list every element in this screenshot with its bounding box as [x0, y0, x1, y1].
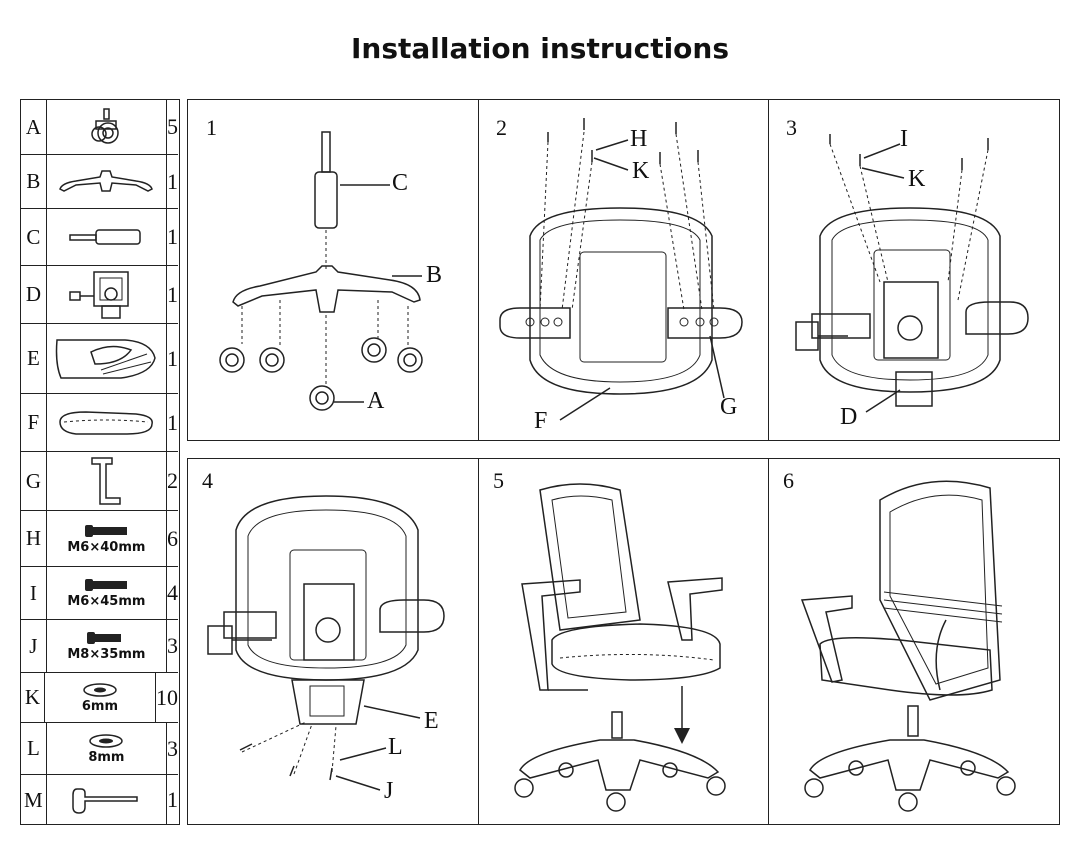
callout-d: D: [840, 404, 858, 430]
part-row-b: B 1: [21, 155, 178, 209]
part-qty: 1: [167, 787, 178, 812]
step-number: 6: [783, 468, 794, 493]
step-number: 4: [202, 468, 213, 493]
part-qty: 2: [167, 468, 178, 493]
part-row-h: H M6×40mm 6: [21, 511, 178, 567]
part-qty: 3: [167, 633, 178, 658]
armrest-icon: [91, 457, 122, 505]
part-letter: A: [21, 100, 47, 154]
backrest-frame-icon: [56, 338, 157, 379]
step-number: 3: [786, 115, 797, 140]
part-row-c: C 1: [21, 209, 178, 266]
callout-c: C: [392, 170, 409, 196]
step-number: 2: [496, 115, 507, 140]
washer-icon: [89, 733, 124, 748]
bolt-icon: [85, 579, 128, 591]
seat-cushion-icon: [59, 410, 154, 435]
part-letter: L: [21, 723, 47, 774]
part-caption: 6mm: [81, 698, 119, 714]
part-qty: 6: [167, 525, 178, 551]
part-row-f: F 1: [21, 394, 178, 452]
callout-h: H: [630, 126, 648, 152]
callout-j: J: [384, 778, 394, 804]
part-letter: D: [21, 266, 47, 323]
part-row-j: J M8×35mm 3: [21, 620, 178, 673]
callout-k: K: [908, 166, 926, 192]
part-caption: M6×45mm: [67, 594, 146, 609]
parts-list: A 5 B 1 C 1 D: [20, 99, 180, 825]
part-qty: 1: [167, 409, 178, 435]
part-qty: 1: [167, 168, 178, 194]
bolt-icon: [85, 524, 128, 537]
callout-b: B: [426, 262, 443, 288]
bolt-icon: [87, 632, 122, 644]
callout-g: G: [720, 394, 738, 420]
steps-bottom-row: [187, 458, 1060, 825]
part-letter: M: [21, 775, 47, 825]
divider: [478, 99, 479, 441]
part-letter: K: [21, 673, 45, 722]
hex-key-icon: [72, 788, 139, 814]
part-row-a: A 5: [21, 100, 178, 155]
steps-top-row: [187, 99, 1060, 441]
part-letter: C: [21, 209, 47, 265]
part-letter: J: [21, 620, 47, 672]
part-letter: E: [21, 324, 47, 393]
part-row-i: I M6×45mm 4: [21, 567, 178, 620]
divider: [478, 458, 479, 825]
part-caption: M6×40mm: [67, 539, 146, 555]
callout-l: L: [388, 734, 403, 760]
part-letter: H: [21, 511, 47, 566]
part-qty: 5: [167, 114, 178, 139]
callout-i: I: [900, 126, 908, 152]
part-letter: I: [21, 567, 47, 619]
callout-k: K: [632, 158, 650, 184]
callout-a: A: [367, 388, 385, 414]
part-qty: 1: [167, 345, 178, 371]
part-qty: 10: [156, 684, 178, 710]
part-caption: M8×35mm: [67, 647, 146, 662]
part-row-m: M 1: [21, 775, 178, 825]
page-title: Installation instructions: [350, 32, 730, 65]
divider: [768, 458, 769, 825]
step-number: 5: [493, 468, 504, 493]
star-base-icon: [59, 169, 154, 192]
part-row-g: G 2: [21, 452, 178, 511]
part-row-e: E 1: [21, 324, 178, 394]
part-qty: 1: [167, 281, 178, 307]
part-qty: 4: [167, 580, 178, 605]
part-letter: F: [21, 394, 47, 451]
part-letter: B: [21, 155, 47, 208]
part-caption: 8mm: [88, 749, 125, 765]
part-row-k: K 6mm 10: [21, 673, 178, 723]
callout-e: E: [424, 708, 439, 734]
tilt-mechanism-icon: [69, 270, 130, 319]
divider: [768, 99, 769, 441]
part-letter: G: [21, 452, 47, 510]
part-row-l: L 8mm 3: [21, 723, 178, 775]
part-qty: 3: [167, 735, 178, 761]
part-qty: 1: [167, 224, 178, 249]
gas-lift-icon: [69, 229, 142, 245]
callout-f: F: [534, 408, 548, 434]
part-row-d: D 1: [21, 266, 178, 324]
step-number: 1: [206, 115, 217, 140]
washer-icon: [83, 682, 117, 697]
caster-wheel-icon: [91, 108, 120, 144]
